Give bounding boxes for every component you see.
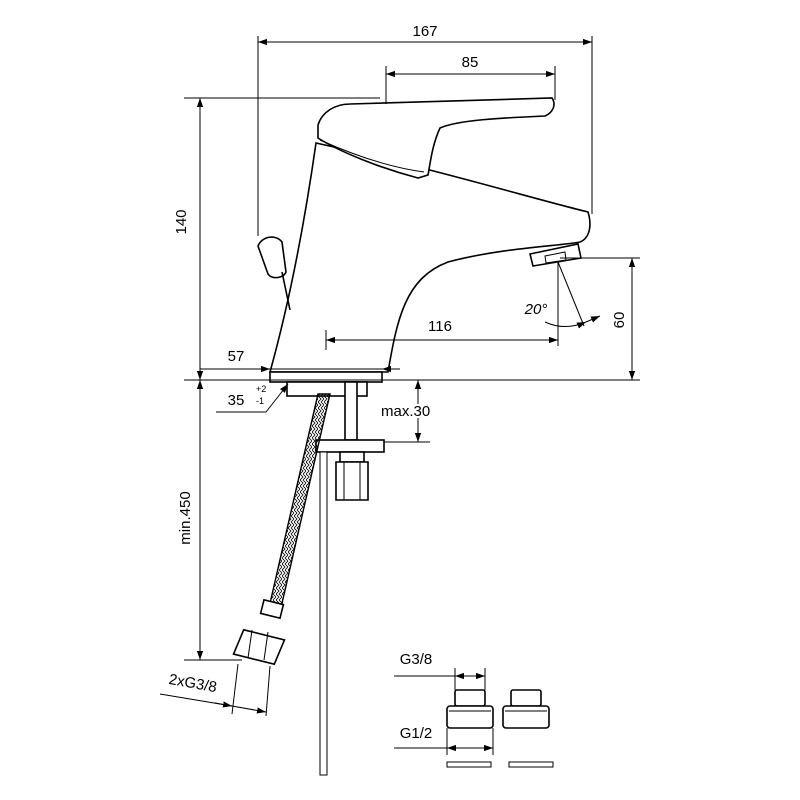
dim-base-diameter: 57 [228,348,245,365]
dim-deck-thickness: max.30 [381,403,430,420]
hose-nut [232,628,286,666]
dim-hose-length: min.450 [177,491,194,544]
pop-up-rod [257,236,291,311]
braided-hose [232,393,331,666]
adapter-left [446,689,494,768]
lever-handle [317,97,555,179]
dim-hole-tol-upper: +2 [256,384,266,394]
dim-hole-tol-lower: -1 [256,396,264,406]
mounting-assembly [286,381,385,776]
dim-hose-connection: 2xG3/8 [167,671,218,696]
dim-adapter-bottom: G1/2 [400,725,433,742]
dim-spout-reach: 116 [428,318,452,335]
adapter-dimensions [394,668,494,755]
dim-width-total: 167 [412,23,437,40]
faucet-body [268,142,591,383]
mounting-nut-plate [315,439,385,453]
dim-spout-angle: 20° [524,301,548,318]
dimension-lines [159,36,640,717]
dim-spout-clearance: 60 [611,312,628,329]
dim-handle-reach: 85 [462,54,479,71]
adapter-right [502,689,554,768]
dim-hole-diameter: 35 [228,392,245,409]
dim-adapter-top: G3/8 [400,651,433,668]
dim-height: 140 [173,209,190,234]
